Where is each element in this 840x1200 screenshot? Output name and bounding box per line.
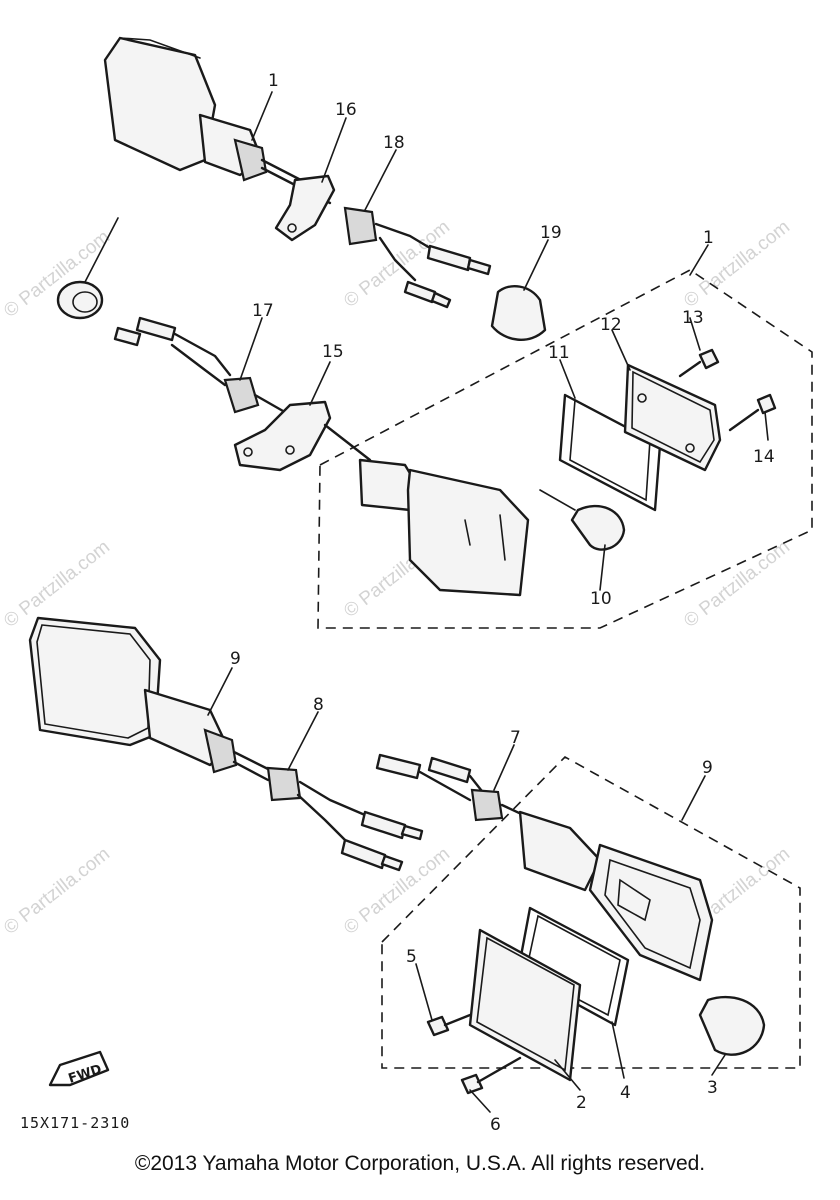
callout-number: 10 <box>590 589 612 609</box>
callout-number: 18 <box>383 133 405 153</box>
callout-number: 3 <box>707 1078 718 1098</box>
grommet-19 <box>490 284 547 341</box>
callouts: 1 16 18 19 1 12 13 11 14 17 15 10 9 8 7 … <box>230 71 775 1135</box>
reflector-2 <box>468 928 582 1082</box>
callout-number: 4 <box>620 1083 631 1103</box>
callout-number: 19 <box>540 223 562 243</box>
callout-number: 17 <box>252 301 274 321</box>
watermark: © Partzilla.com <box>680 537 794 632</box>
rear-lens-housing-lower <box>518 810 714 982</box>
callout-number: 11 <box>548 343 570 363</box>
screw-13 <box>678 348 720 378</box>
bracket-15 <box>233 400 372 472</box>
front-left-turn-signal <box>103 36 332 205</box>
wires-middle <box>113 316 232 387</box>
wire-connectors-lower-right <box>375 753 487 802</box>
callout-number: 9 <box>230 649 241 669</box>
watermark: © Partzilla.com <box>0 537 114 632</box>
exploded-view-frame-upper <box>317 269 813 629</box>
leader-lines <box>84 91 769 1113</box>
callout-number: 14 <box>753 447 775 467</box>
exploded-view-frame-lower <box>381 756 801 1069</box>
grommet-left-small <box>56 280 104 320</box>
watermark: © Partzilla.com <box>0 844 114 939</box>
bracket-16 <box>274 174 336 242</box>
diagram-code: 15X171-2310 <box>20 1114 130 1132</box>
wire-connectors-lower-left <box>340 810 424 872</box>
grommet-18 <box>343 206 432 282</box>
grommet-17 <box>223 376 292 417</box>
callout-number: 15 <box>322 342 344 362</box>
callout-number: 5 <box>406 947 417 967</box>
forward-arrow-icon: FWD <box>48 1050 110 1087</box>
callout-number: 1 <box>268 71 279 91</box>
callout-number: 6 <box>490 1115 501 1135</box>
parts-diagram: © Partzilla.com © Partzilla.com © Partzi… <box>0 36 813 1135</box>
reflector-12 <box>623 363 722 472</box>
bulb-10 <box>539 489 626 551</box>
callout-number: 2 <box>576 1093 587 1113</box>
callout-number: 16 <box>335 100 357 120</box>
bulb-3 <box>698 995 766 1056</box>
wire-connectors-upper <box>403 244 492 309</box>
screw-14 <box>728 393 777 432</box>
grommet-8 <box>266 766 367 842</box>
callout-number: 9 <box>702 758 713 778</box>
screw-5 <box>426 1013 472 1037</box>
front-right-turn-signal <box>28 616 272 782</box>
screw-6 <box>460 1056 522 1095</box>
rear-lens-housing-upper <box>358 458 530 597</box>
fwd-label: FWD <box>67 1062 104 1087</box>
callout-number: 12 <box>600 315 622 335</box>
callout-number: 8 <box>313 695 324 715</box>
callout-number: 1 <box>703 228 714 248</box>
grommet-7 <box>470 788 532 822</box>
copyright-notice: ©2013 Yamaha Motor Corporation, U.S.A. A… <box>134 1152 706 1175</box>
callout-number: 7 <box>510 728 521 748</box>
callout-number: 13 <box>682 308 704 328</box>
gasket-4 <box>516 906 630 1027</box>
